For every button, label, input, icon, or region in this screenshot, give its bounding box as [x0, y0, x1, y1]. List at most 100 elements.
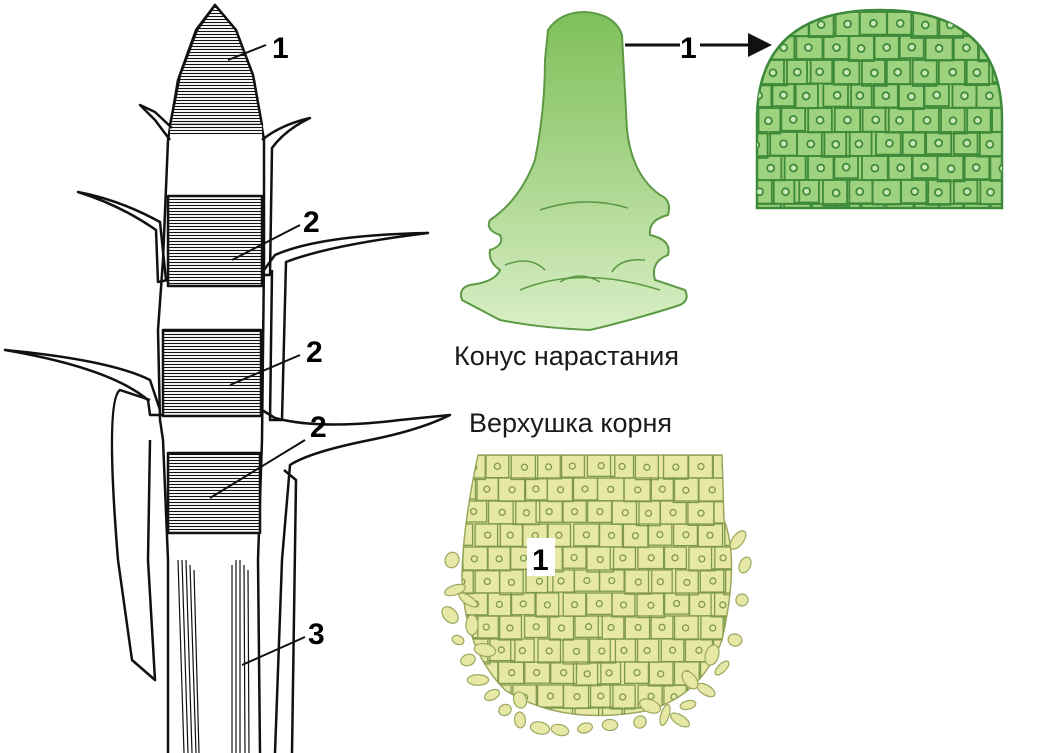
cell-nucleus [741, 164, 748, 171]
root-cell [623, 707, 651, 716]
cell-nucleus [779, 90, 788, 100]
cell [1003, 132, 1030, 155]
root-cell-nucleus [570, 507, 579, 516]
cell [898, 35, 925, 60]
leaf-node2-right [261, 408, 452, 753]
cell [1031, 84, 1038, 110]
root-cell-nucleus [557, 577, 565, 585]
cell-nucleus [870, 163, 880, 173]
cell-nucleus [841, 162, 851, 172]
cell-nucleus [1012, 92, 1019, 99]
cell-nucleus [971, 163, 981, 172]
root-cell-nucleus [619, 601, 628, 609]
cell [963, 203, 990, 208]
root-cell [647, 523, 673, 546]
root-cell-nucleus [697, 693, 705, 702]
root-cap-cell [727, 633, 743, 647]
cell-nucleus [1000, 66, 1002, 76]
root-cell-nucleus [682, 486, 690, 494]
root-cell [535, 500, 563, 523]
root-cell [748, 570, 774, 592]
root-cell-nucleus [758, 625, 764, 631]
cell [806, 59, 834, 85]
root-cell-nucleus [570, 600, 579, 609]
cell-nucleus [741, 212, 748, 219]
root-cell [598, 569, 625, 592]
cell-nucleus [846, 212, 853, 219]
root-cell-nucleus [469, 507, 478, 516]
cell-nucleus [790, 19, 800, 29]
cell [875, 131, 904, 156]
root-cell-nucleus [747, 693, 753, 699]
root-cell-nucleus [669, 508, 677, 517]
cell [991, 107, 1002, 134]
leaf-primordium-left [138, 103, 173, 141]
cell [1029, 36, 1038, 59]
root-cap-cell [679, 699, 697, 711]
growth-cone-label: 1 [680, 32, 697, 65]
root-cell-nucleus [462, 715, 468, 716]
root-cell-nucleus [585, 715, 593, 716]
cell [912, 203, 941, 208]
root-cell [510, 592, 536, 616]
cell-nucleus [896, 163, 906, 173]
root-cell [637, 546, 666, 570]
cell-nucleus [806, 139, 816, 149]
cell [1001, 83, 1002, 109]
node-band-1 [166, 194, 264, 288]
cell-nucleus [882, 43, 892, 52]
cell-nucleus [779, 43, 789, 53]
leaf-top-right [261, 116, 312, 277]
root-cell-nucleus [462, 670, 463, 678]
root-cell [462, 455, 464, 481]
root-cell [462, 707, 478, 716]
cell-nucleus [961, 43, 971, 53]
root-cap-cell [550, 723, 570, 737]
cell-nucleus [1026, 69, 1033, 76]
cell [1019, 108, 1038, 133]
root-cap-cell [704, 644, 720, 666]
root-cell-nucleus [631, 532, 640, 540]
root-label-box [527, 538, 555, 576]
root-cap-cell [513, 711, 527, 729]
cell [1016, 60, 1038, 85]
root-cell [462, 569, 474, 595]
root-cell [462, 500, 488, 523]
root-cell-nucleus [746, 463, 752, 469]
leaf-sheath-right [283, 469, 298, 753]
root-cell [497, 615, 523, 641]
root-cell-nucleus [756, 670, 762, 676]
root-cap-cells [441, 530, 752, 737]
root-cell-nucleus [759, 533, 765, 539]
root-cell-nucleus [497, 646, 505, 654]
root-cell [562, 500, 587, 523]
cell [886, 11, 915, 36]
cell-nucleus [972, 68, 982, 77]
root-cell-nucleus [507, 716, 513, 722]
cell-nucleus [881, 91, 891, 101]
root-cell [523, 615, 549, 639]
cell-nucleus [1001, 115, 1002, 125]
cell-nucleus [792, 67, 802, 77]
root-cell [662, 455, 689, 480]
root-cap-cell [498, 703, 512, 717]
root-cell [724, 523, 732, 547]
cell [757, 59, 759, 87]
cell-nucleus [962, 138, 972, 148]
root-cell-nucleus [634, 578, 642, 586]
root-cell [547, 707, 574, 716]
cell-nucleus [781, 187, 790, 197]
cell-nucleus [1026, 165, 1033, 172]
cell-nucleus [908, 139, 918, 148]
root-cell-nucleus [596, 508, 604, 516]
root-cell-nucleus [532, 485, 540, 493]
root-cell-nucleus [483, 485, 491, 493]
cell-nucleus [768, 68, 778, 78]
cell-nucleus [795, 212, 802, 219]
root-cell-nucleus [721, 646, 730, 654]
root-cell-nucleus [448, 693, 454, 699]
cell-nucleus [816, 163, 826, 173]
vascular-strands [177, 559, 250, 753]
root-cell-nucleus [633, 669, 641, 677]
cell-nucleus [820, 212, 827, 219]
